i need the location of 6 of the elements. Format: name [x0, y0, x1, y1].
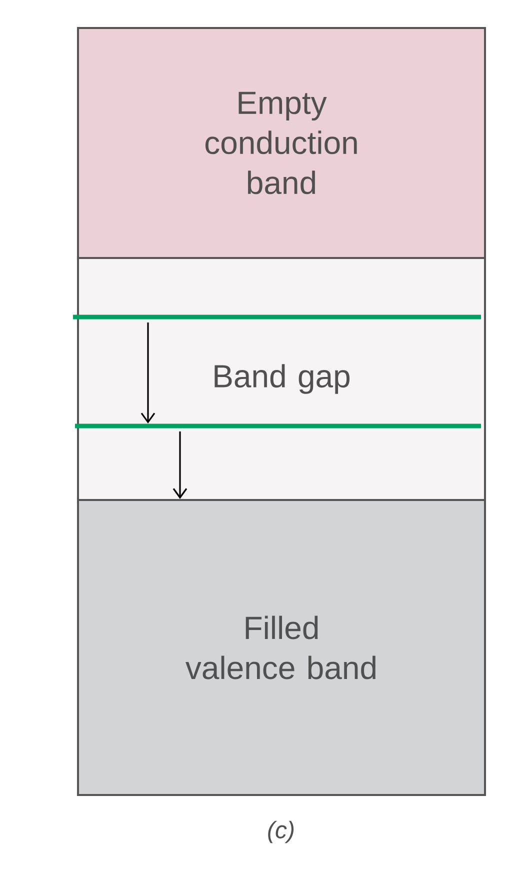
arrow — [140, 322, 156, 424]
arrow — [172, 431, 188, 499]
caption: (c) — [268, 820, 294, 844]
conduction-band-box: Empty conduction band — [77, 27, 486, 259]
valence-band-box: Filled valence band — [77, 499, 486, 796]
band-gap-region: Band gap — [77, 257, 486, 501]
